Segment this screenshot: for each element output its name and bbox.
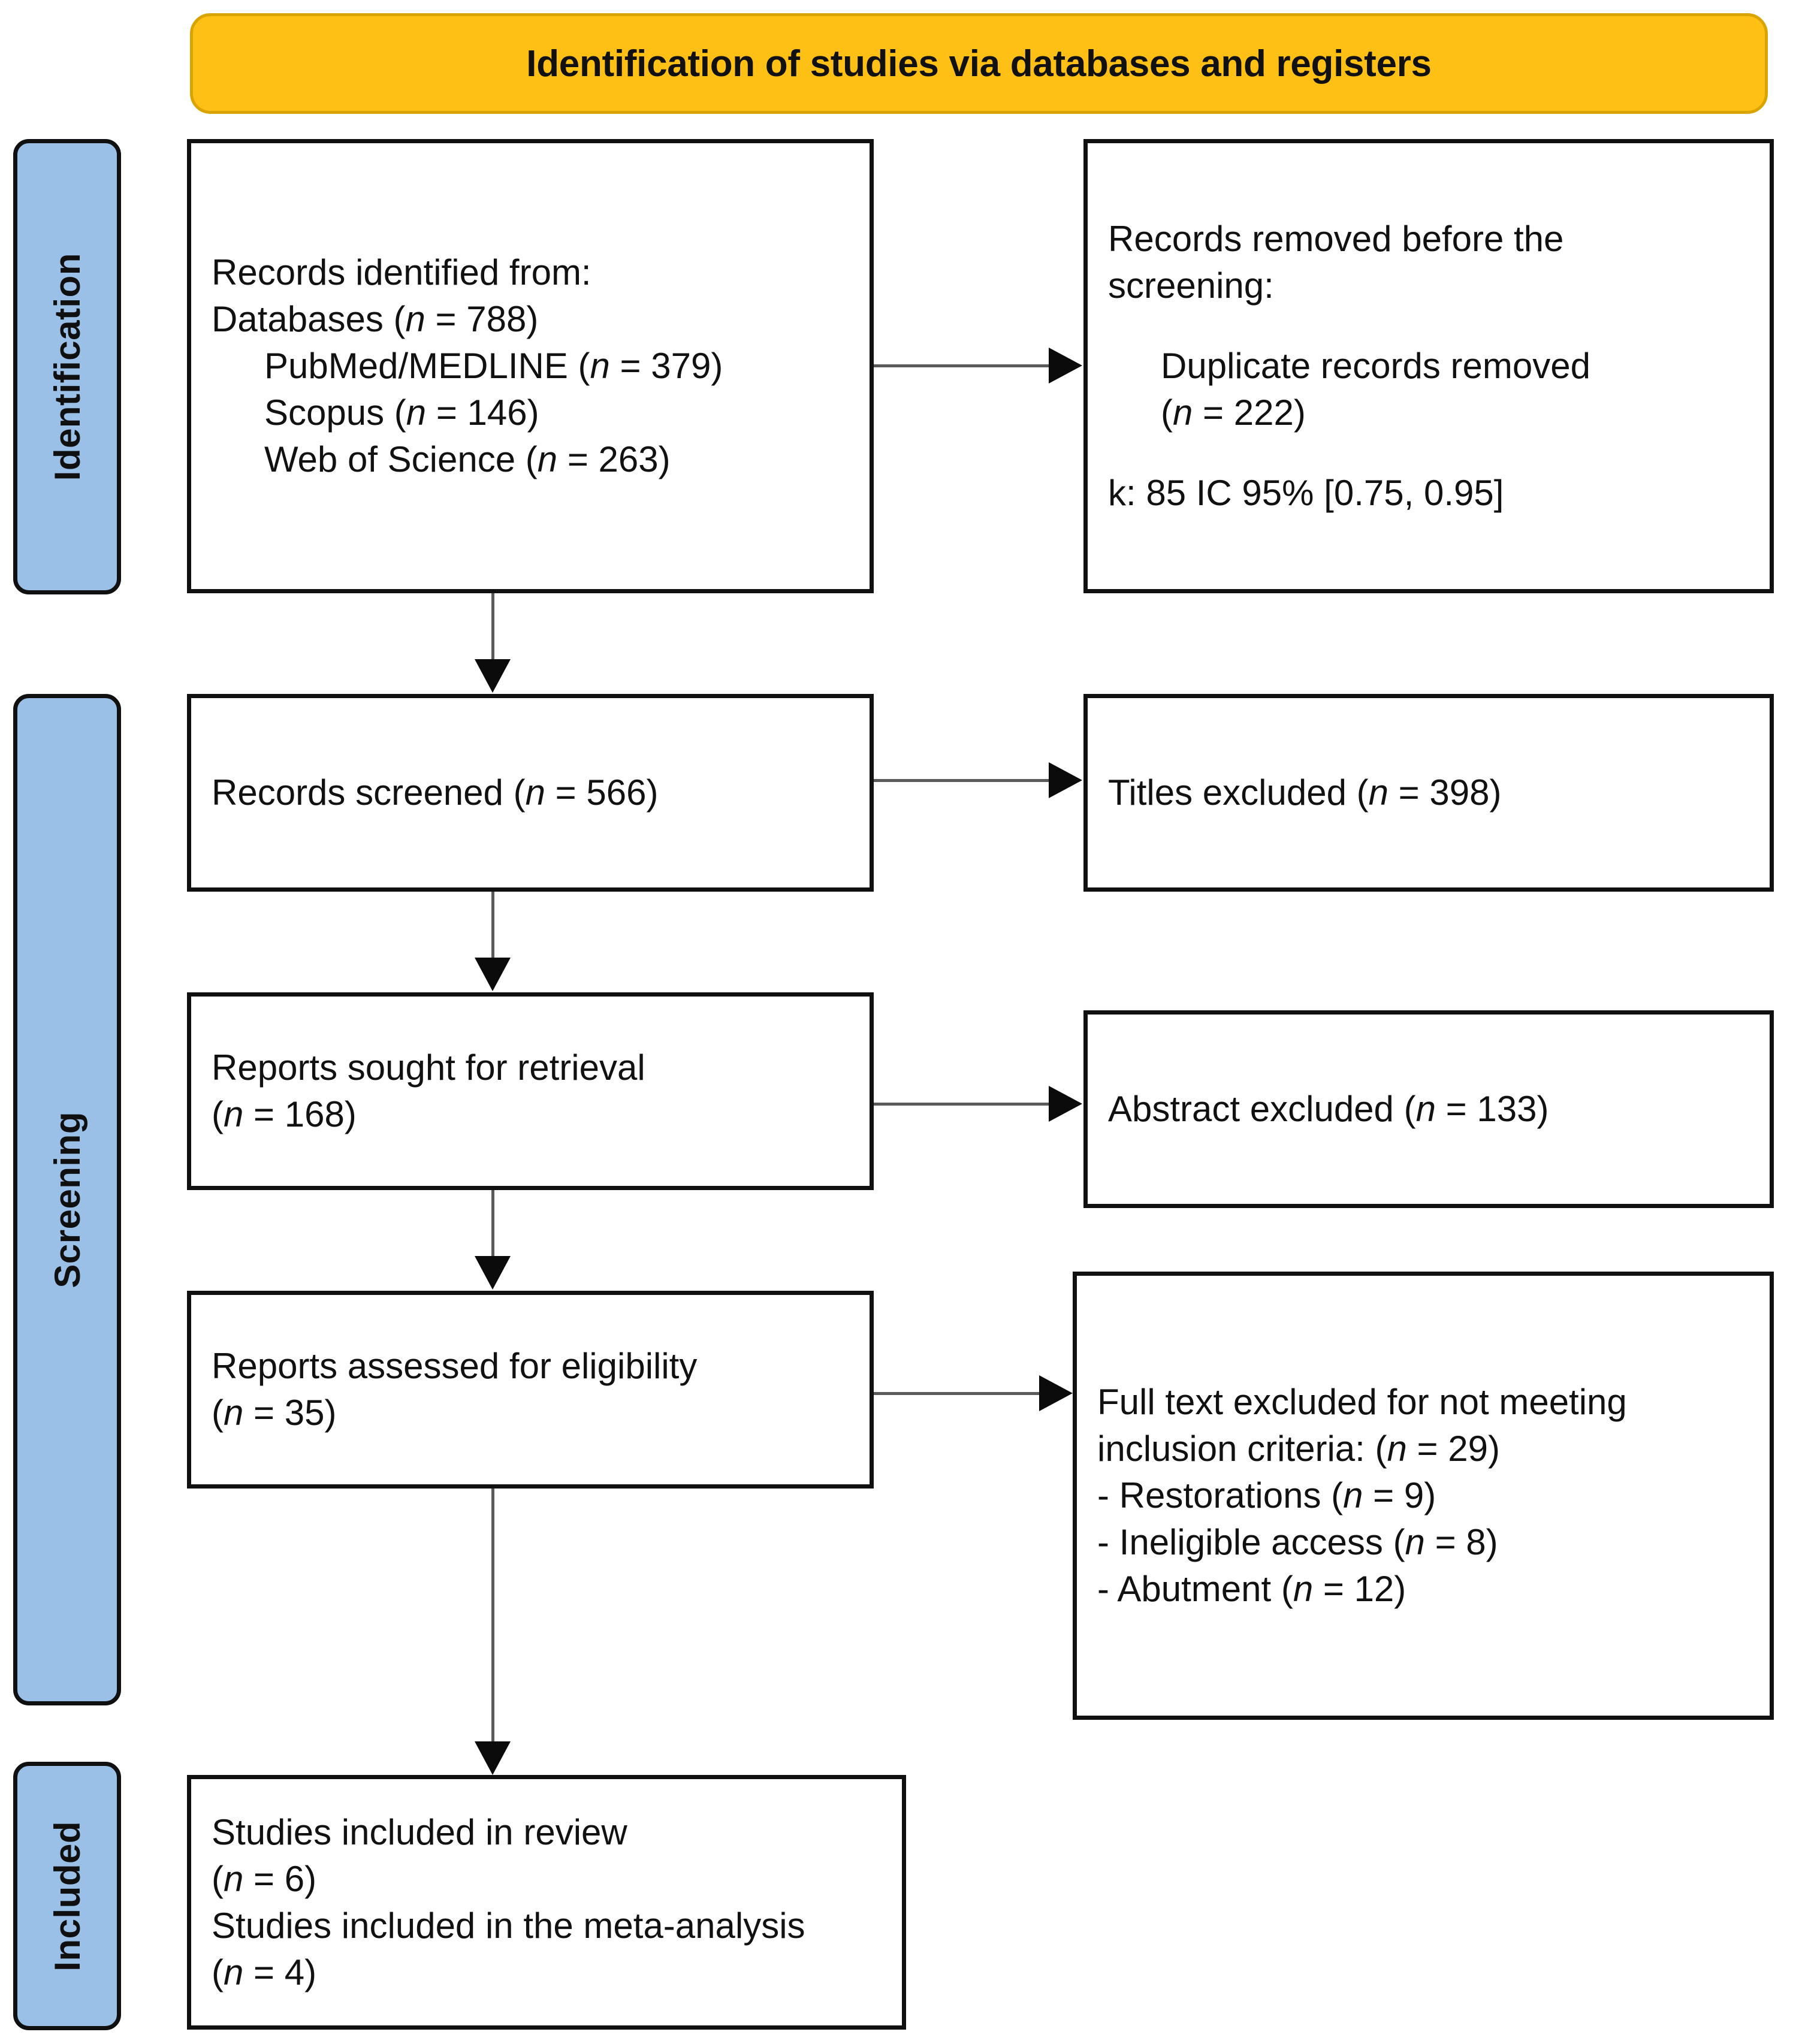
records-removed-line-2: screening: bbox=[1108, 265, 1274, 306]
arrowhead-sought-to-abstract bbox=[1049, 1086, 1082, 1122]
fulltext-excluded-line-4: - Ineligible access (n = 8) bbox=[1097, 1522, 1498, 1562]
arrowhead-assessed-to-included bbox=[475, 1741, 511, 1775]
box-studies-included: Studies included in review (n = 6) Studi… bbox=[187, 1775, 906, 2030]
arrow-screened-to-sought bbox=[491, 892, 494, 962]
studies-included-line-3: Studies included in the meta-analysis bbox=[212, 1905, 805, 1946]
records-identified-line-2: Databases (n = 788) bbox=[212, 299, 539, 339]
records-screened-line-1: Records screened (n = 566) bbox=[212, 772, 659, 813]
records-identified-line-3: PubMed/MEDLINE (n = 379) bbox=[264, 346, 723, 386]
studies-included-line-4: (n = 4) bbox=[212, 1952, 317, 1992]
reports-sought-line-2: (n = 168) bbox=[212, 1094, 357, 1134]
arrowhead-screened-to-titles bbox=[1049, 762, 1082, 798]
arrowhead-sought-to-assessed bbox=[475, 1256, 511, 1290]
records-identified-line-5: Web of Science (n = 263) bbox=[264, 439, 671, 479]
records-identified-line-1: Records identified from: bbox=[212, 252, 591, 292]
stage-bar-included: Included bbox=[13, 1762, 121, 2030]
box-titles-excluded: Titles excluded (n = 398) bbox=[1083, 694, 1774, 892]
fulltext-excluded-line-5: - Abutment (n = 12) bbox=[1097, 1569, 1406, 1609]
arrow-sought-to-abstract bbox=[874, 1103, 1049, 1106]
box-reports-sought: Reports sought for retrieval (n = 168) bbox=[187, 992, 874, 1190]
stage-label-identification: Identification bbox=[47, 252, 87, 481]
reports-sought-line-1: Reports sought for retrieval bbox=[212, 1047, 645, 1088]
stage-bar-screening: Screening bbox=[13, 694, 121, 1705]
reports-assessed-line-2: (n = 35) bbox=[212, 1393, 337, 1433]
stage-label-screening: Screening bbox=[47, 1111, 87, 1288]
spacer bbox=[1108, 436, 1749, 470]
stage-label-included: Included bbox=[47, 1820, 87, 1971]
studies-included-line-1: Studies included in review bbox=[212, 1811, 627, 1852]
arrowhead-identified-to-screened bbox=[475, 659, 511, 693]
titles-excluded-line-1: Titles excluded (n = 398) bbox=[1108, 772, 1502, 813]
records-removed-line-3: Duplicate records removed bbox=[1161, 346, 1590, 386]
header-title: Identification of studies via databases … bbox=[526, 43, 1432, 84]
box-records-identified: Records identified from: Databases (n = … bbox=[187, 139, 874, 593]
records-removed-line-4: (n = 222) bbox=[1161, 393, 1306, 433]
fulltext-excluded-line-3: - Restorations (n = 9) bbox=[1097, 1475, 1436, 1515]
box-fulltext-excluded: Full text excluded for not meeting inclu… bbox=[1073, 1272, 1774, 1720]
arrow-screened-to-titles bbox=[874, 779, 1049, 782]
records-removed-line-1: Records removed before the bbox=[1108, 219, 1564, 259]
arrow-identified-to-removed bbox=[874, 364, 1049, 367]
arrow-identified-to-screened bbox=[491, 593, 494, 664]
studies-included-line-2: (n = 6) bbox=[212, 1858, 317, 1899]
arrow-assessed-to-included bbox=[491, 1489, 494, 1747]
box-records-screened: Records screened (n = 566) bbox=[187, 694, 874, 892]
box-reports-assessed: Reports assessed for eligibility (n = 35… bbox=[187, 1291, 874, 1489]
stage-bar-identification: Identification bbox=[13, 139, 121, 594]
arrow-sought-to-assessed bbox=[491, 1190, 494, 1261]
arrowhead-identified-to-removed bbox=[1049, 348, 1082, 384]
records-removed-line-5: k: 85 IC 95% [0.75, 0.95] bbox=[1108, 473, 1504, 513]
reports-assessed-line-1: Reports assessed for eligibility bbox=[212, 1346, 698, 1386]
arrowhead-screened-to-sought bbox=[475, 958, 511, 991]
abstract-excluded-line-1: Abstract excluded (n = 133) bbox=[1108, 1089, 1549, 1129]
box-records-removed: Records removed before the screening: Du… bbox=[1083, 139, 1774, 593]
spacer bbox=[1108, 309, 1749, 343]
header-banner: Identification of studies via databases … bbox=[190, 13, 1768, 114]
fulltext-excluded-line-2: inclusion criteria: (n = 29) bbox=[1097, 1429, 1500, 1469]
box-abstract-excluded: Abstract excluded (n = 133) bbox=[1083, 1010, 1774, 1208]
arrow-assessed-to-fulltext bbox=[874, 1392, 1039, 1395]
records-identified-line-4: Scopus (n = 146) bbox=[264, 393, 539, 433]
arrowhead-assessed-to-fulltext bbox=[1039, 1375, 1073, 1411]
fulltext-excluded-line-1: Full text excluded for not meeting bbox=[1097, 1382, 1627, 1422]
